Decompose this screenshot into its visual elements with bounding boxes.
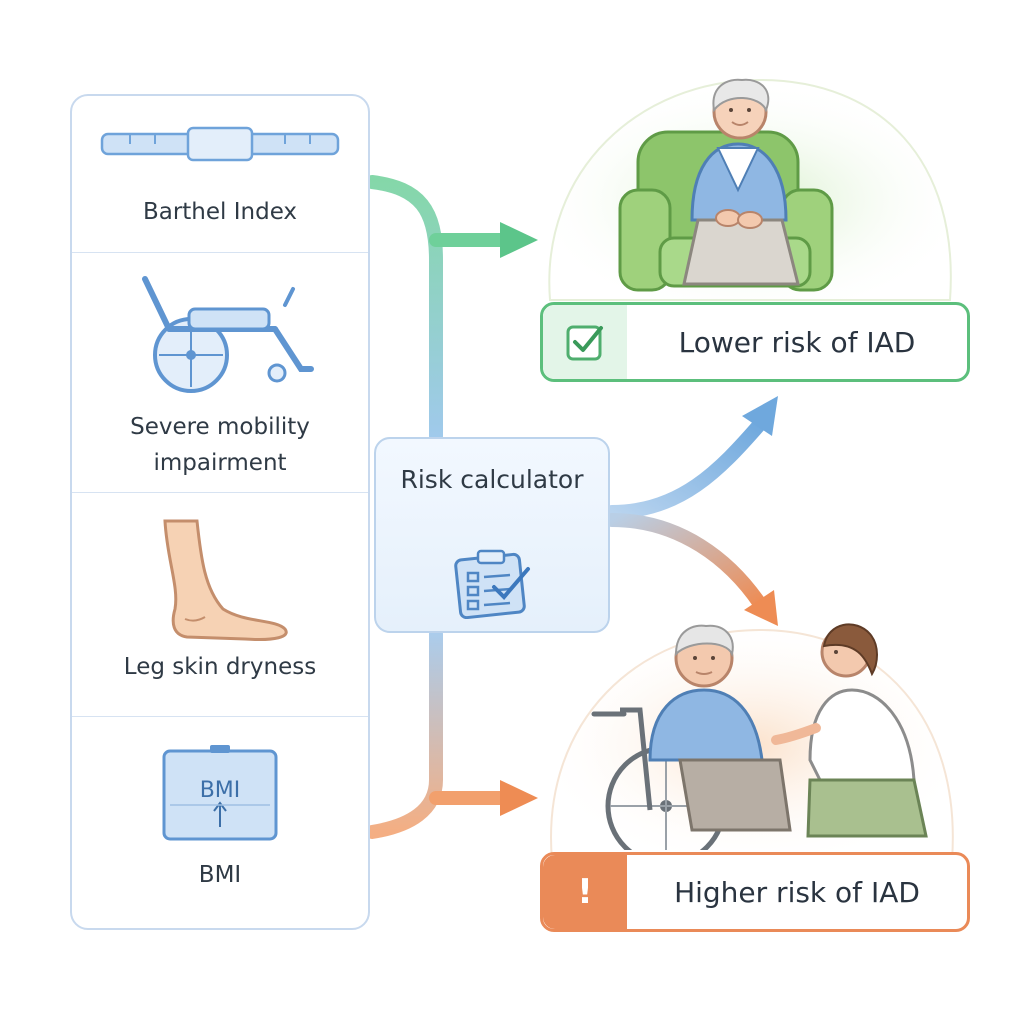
factor-leg-skin-dryness: Leg skin dryness (72, 492, 368, 716)
factor-label: Severe mobility impairment (130, 414, 310, 476)
outcome-lower-risk: Lower risk of IAD (540, 302, 970, 382)
factor-severe-mobility-impairment: Severe mobility impairment (72, 252, 368, 492)
bmi-scale-icon: BMI (72, 743, 368, 843)
factor-label: BMI (198, 862, 242, 888)
outcome-label: Higher risk of IAD (674, 875, 920, 909)
leg-foot-icon (72, 519, 368, 643)
risk-factor-panel: Barthel Index Severe mobility impairment (70, 94, 370, 930)
seated-elderly-woman-illustration (618, 78, 834, 292)
bmi-icon-text: BMI (200, 778, 241, 803)
outcome-higher-risk: ! Higher risk of IAD (540, 852, 970, 932)
factor-bmi: BMI BMI (72, 716, 368, 928)
clipboard-checklist-icon (454, 547, 534, 623)
factor-label: Barthel Index (142, 199, 298, 225)
calculator-label: Risk calculator (400, 465, 584, 494)
wheelchair-patient-caregiver-illustration (591, 623, 928, 850)
outcome-label: Lower risk of IAD (678, 325, 916, 359)
factor-barthel-index: Barthel Index (72, 96, 368, 252)
exclamation-icon: ! (577, 872, 593, 912)
lower-risk-badge (543, 305, 627, 379)
barthel-scale-icon (72, 126, 368, 162)
checkbox-check-icon (566, 325, 603, 361)
higher-risk-badge: ! (543, 855, 627, 929)
wheelchair-icon (72, 269, 368, 399)
risk-calculator-box: Risk calculator (374, 437, 610, 633)
factor-label: Leg skin dryness (123, 654, 317, 680)
